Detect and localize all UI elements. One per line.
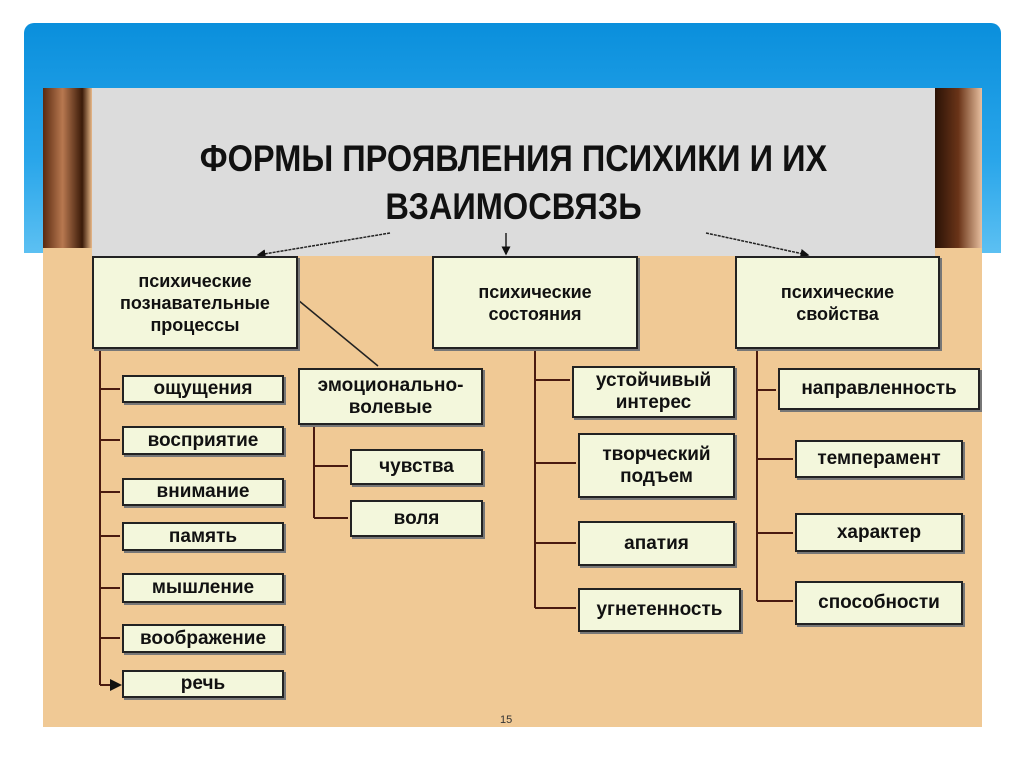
item-depression: угнетенность <box>578 588 741 632</box>
item-perception: восприятие <box>122 426 284 455</box>
title-panel <box>92 88 935 256</box>
item-temperament: темперамент <box>795 440 963 478</box>
item-emotional-volitional: эмоционально-волевые <box>298 368 483 425</box>
item-memory: память <box>122 522 284 551</box>
item-will: воля <box>350 500 483 537</box>
item-character: характер <box>795 513 963 552</box>
item-speech: речь <box>122 670 284 698</box>
item-abilities: способности <box>795 581 963 625</box>
item-apathy: апатия <box>578 521 735 566</box>
item-imagination: воображение <box>122 624 284 653</box>
item-orientation: направленность <box>778 368 980 410</box>
category-cognitive-processes: психические познавательные процессы <box>92 256 298 349</box>
page-title: ФОРМЫ ПРОЯВЛЕНИЯ ПСИХИКИ И ИХ ВЗАИМОСВЯЗ… <box>199 138 828 227</box>
category-mental-states: психические состояния <box>432 256 638 349</box>
item-sensations: ощущения <box>122 375 284 403</box>
wood-decor-left <box>43 88 92 248</box>
item-attention: внимание <box>122 478 284 506</box>
page-number: 15 <box>500 714 513 726</box>
category-mental-properties: психические свойства <box>735 256 940 349</box>
item-stable-interest: устойчивый интерес <box>572 366 735 418</box>
item-creative-rise: творческий подъем <box>578 433 735 498</box>
wood-decor-right <box>935 88 982 248</box>
item-thinking: мышление <box>122 573 284 603</box>
item-feelings: чувства <box>350 449 483 485</box>
